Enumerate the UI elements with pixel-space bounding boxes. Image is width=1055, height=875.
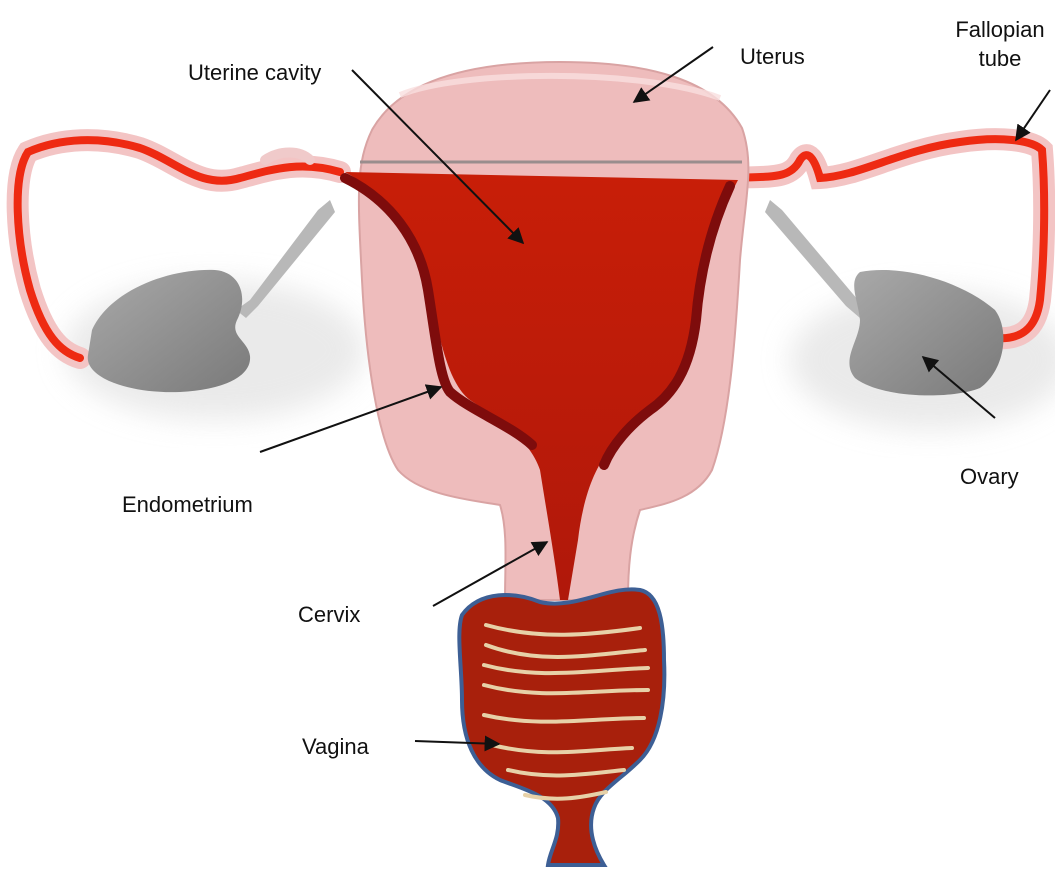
label-ovary: Ovary: [960, 466, 1019, 488]
arrow-fallopian-tube: [1016, 90, 1050, 140]
label-fallopian-tube-line1: Fallopian: [950, 16, 1050, 45]
right-ovary: [849, 270, 1003, 395]
left-ovary: [88, 270, 250, 392]
label-vagina: Vagina: [302, 736, 369, 758]
label-fallopian-tube: Fallopian tube: [950, 16, 1050, 73]
label-cervix: Cervix: [298, 604, 360, 626]
label-uterus: Uterus: [740, 46, 805, 68]
label-endometrium: Endometrium: [122, 494, 253, 516]
right-ovarian-ligament: [765, 200, 870, 318]
vagina: [459, 589, 664, 865]
label-uterine-cavity: Uterine cavity: [188, 62, 321, 84]
label-fallopian-tube-line2: tube: [950, 45, 1050, 74]
